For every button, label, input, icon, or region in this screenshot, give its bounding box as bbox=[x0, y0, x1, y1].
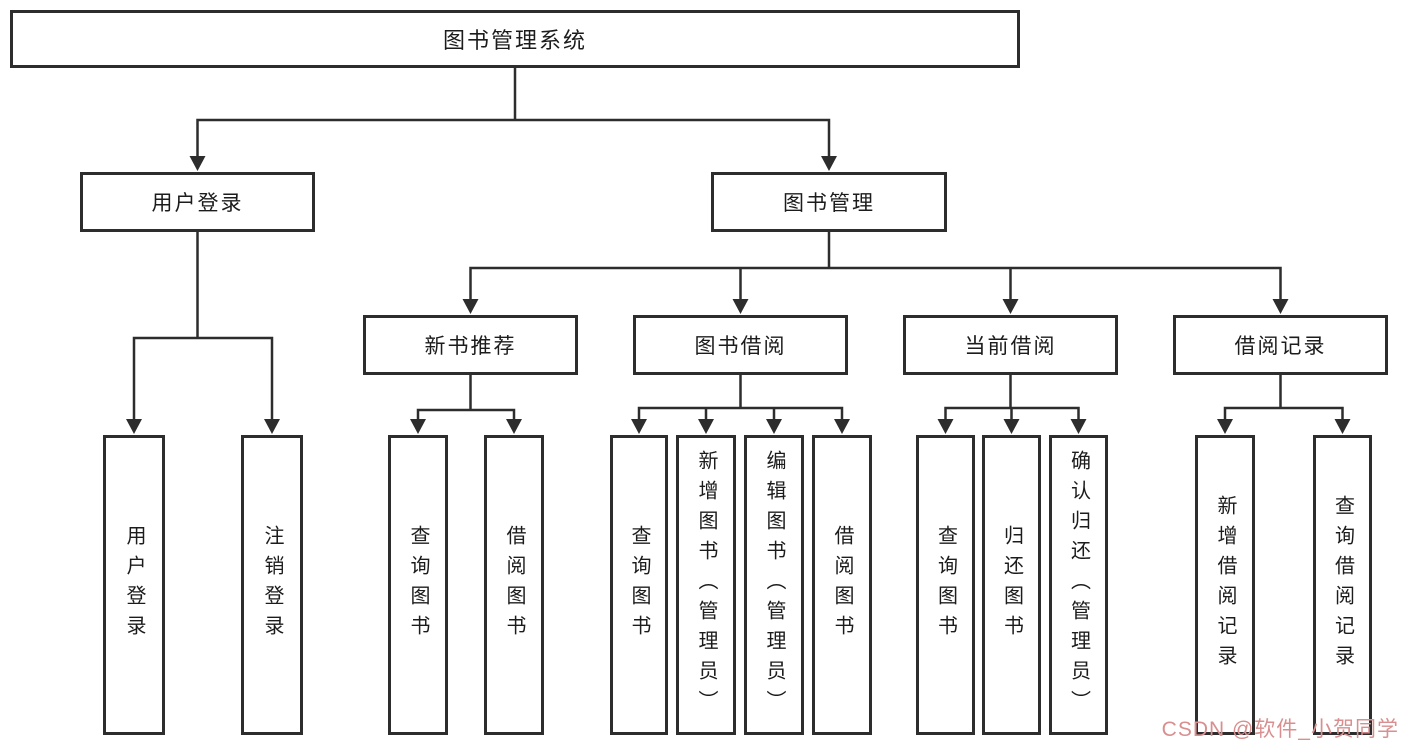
node-new-book-rec: 新书推荐 bbox=[363, 315, 578, 375]
node-leaf-records-query: 查询借阅记录 bbox=[1313, 435, 1372, 735]
node-leaf-current-confirm: 确认归还（管理员） bbox=[1049, 435, 1108, 735]
node-leaf-current-return: 归还图书 bbox=[982, 435, 1041, 735]
node-leaf-user-login: 用户登录 bbox=[103, 435, 165, 735]
node-leaf-borrow-edit: 编辑图书（管理员） bbox=[744, 435, 804, 735]
node-leaf-logout: 注销登录 bbox=[241, 435, 303, 735]
node-leaf-borrow-add: 新增图书（管理员） bbox=[676, 435, 736, 735]
node-leaf-newbook-query: 查询图书 bbox=[388, 435, 448, 735]
node-system-root: 图书管理系统 bbox=[10, 10, 1020, 68]
node-book-borrow: 图书借阅 bbox=[633, 315, 848, 375]
node-book-mgmt: 图书管理 bbox=[711, 172, 947, 232]
node-user-login: 用户登录 bbox=[80, 172, 315, 232]
node-leaf-current-query: 查询图书 bbox=[916, 435, 975, 735]
watermark-text: CSDN @软件_小贺同学 bbox=[1161, 718, 1399, 741]
node-leaf-records-add: 新增借阅记录 bbox=[1195, 435, 1255, 735]
node-current-borrow: 当前借阅 bbox=[903, 315, 1118, 375]
node-leaf-borrow-borrow: 借阅图书 bbox=[812, 435, 872, 735]
node-leaf-newbook-borrow: 借阅图书 bbox=[484, 435, 544, 735]
node-leaf-borrow-query: 查询图书 bbox=[610, 435, 668, 735]
node-borrow-records: 借阅记录 bbox=[1173, 315, 1388, 375]
